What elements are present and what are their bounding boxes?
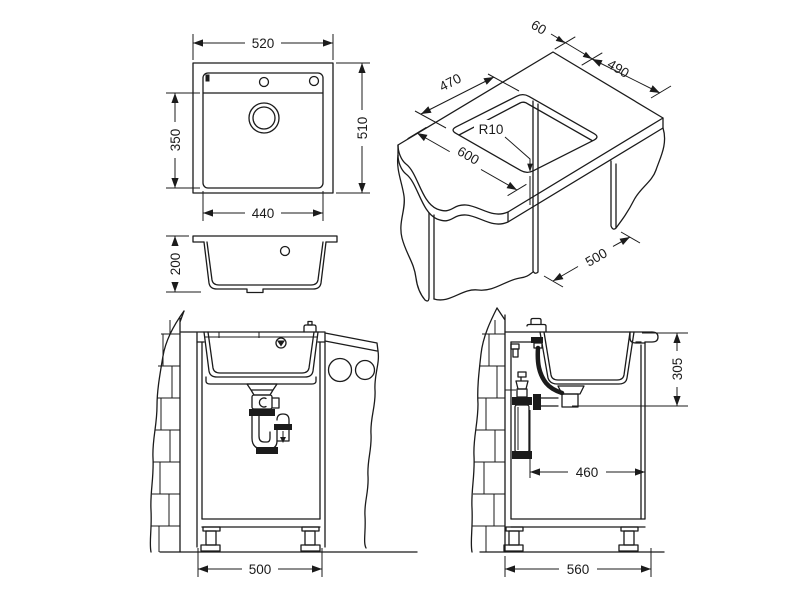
side-panel-front bbox=[324, 332, 380, 549]
tap-hole-cover-front bbox=[303, 324, 317, 333]
cabinet-leg-left-front bbox=[200, 526, 221, 552]
dim-label-510: 510 bbox=[355, 117, 370, 140]
dim-back-edge-offset: 60 bbox=[528, 17, 603, 66]
tap-hole-center bbox=[258, 76, 270, 88]
view-isometric: 60 490 470 R10 bbox=[396, 17, 672, 302]
worktop-top-face bbox=[397, 51, 664, 215]
sink-outline-plan bbox=[192, 62, 334, 194]
dim-label-500-front: 500 bbox=[249, 562, 272, 577]
brick-wall-front bbox=[149, 310, 185, 553]
cutout-inner-ledge bbox=[458, 101, 593, 142]
tap-hole-right bbox=[308, 75, 320, 87]
trap-nut-overflow bbox=[274, 424, 292, 430]
sink-bowl-side bbox=[510, 317, 646, 385]
cabinet-leg-right-side bbox=[618, 526, 639, 552]
brick-wall-side bbox=[470, 307, 506, 553]
tap-hole-cover-side bbox=[526, 317, 547, 333]
dim-rim-to-trap-height: 305 bbox=[572, 332, 688, 407]
dim-cutout-width: 470 bbox=[414, 71, 520, 129]
dim-cabinet-depth-isometric: 500 bbox=[543, 231, 641, 288]
worktop-thickness-edge bbox=[397, 117, 664, 225]
dim-cabinet-depth-side: 560 bbox=[504, 548, 652, 577]
dim-label-470: 470 bbox=[437, 71, 464, 95]
dim-cabinet-width-front: 500 bbox=[197, 548, 323, 577]
bottle-trap-top-nut bbox=[512, 397, 532, 405]
dim-label-r10: R10 bbox=[479, 122, 504, 137]
dim-label-305: 305 bbox=[670, 358, 685, 381]
sink-rim-plan bbox=[202, 72, 324, 189]
drain-overflow-side bbox=[531, 337, 585, 410]
dim-label-60: 60 bbox=[528, 17, 549, 38]
dim-label-460: 460 bbox=[576, 465, 599, 480]
wall-trap-side bbox=[505, 371, 532, 459]
sink-rim-lip-side bbox=[629, 331, 646, 344]
overflow-symbol-circle bbox=[275, 337, 287, 349]
dim-cutout-length: 490 bbox=[591, 56, 672, 99]
dim-bowl-height: 200 bbox=[166, 235, 201, 293]
sink-bowl-front bbox=[203, 320, 319, 385]
dim-label-520: 520 bbox=[252, 36, 275, 51]
cabinet-panels-isometric bbox=[396, 100, 666, 302]
drain-trap-front bbox=[246, 383, 292, 454]
view-section: 200 bbox=[166, 235, 338, 294]
dim-label-200: 200 bbox=[168, 253, 183, 276]
dim-worktop-depth: 600 bbox=[407, 126, 527, 197]
trap-nut-lower bbox=[256, 447, 278, 454]
bottle-trap-bottom-nut bbox=[512, 451, 532, 459]
panel-hole-right bbox=[354, 359, 376, 381]
trap-inlet-nut bbox=[533, 394, 541, 410]
overflow-hole-section bbox=[279, 245, 291, 257]
dim-overall-width: 520 bbox=[192, 34, 334, 60]
bowl-outer-section bbox=[203, 241, 327, 294]
cabinet-leg-right-front bbox=[300, 526, 321, 552]
dim-bowl-depth: 350 bbox=[166, 92, 200, 189]
dim-trap-to-front: 460 bbox=[529, 410, 646, 480]
dim-overall-depth: 510 bbox=[336, 62, 370, 194]
logo-mark bbox=[205, 74, 210, 82]
dim-bowl-width: 440 bbox=[202, 191, 324, 221]
view-side-installation: 305 460 560 bbox=[470, 307, 688, 577]
view-front-installation: 500 bbox=[149, 310, 418, 577]
dim-label-560: 560 bbox=[567, 562, 590, 577]
cabinet-side bbox=[503, 331, 659, 552]
drain-hole-plan bbox=[248, 102, 280, 134]
cabinet-leg-left-side bbox=[503, 526, 524, 552]
dim-label-500-iso: 500 bbox=[583, 245, 610, 269]
overflow-symbol-triangle bbox=[277, 340, 285, 347]
cutout-outline bbox=[452, 94, 598, 173]
dim-label-350: 350 bbox=[168, 129, 183, 152]
overflow-hose bbox=[535, 345, 565, 396]
sink-rim-section bbox=[192, 235, 338, 243]
view-plan: 520 510 350 440 bbox=[166, 34, 370, 221]
cabinet-front bbox=[180, 331, 326, 552]
trap-nut-upper bbox=[249, 409, 275, 416]
bowl-inner-section bbox=[206, 241, 324, 286]
panel-hole-left bbox=[327, 357, 353, 383]
dim-label-440: 440 bbox=[252, 206, 275, 221]
